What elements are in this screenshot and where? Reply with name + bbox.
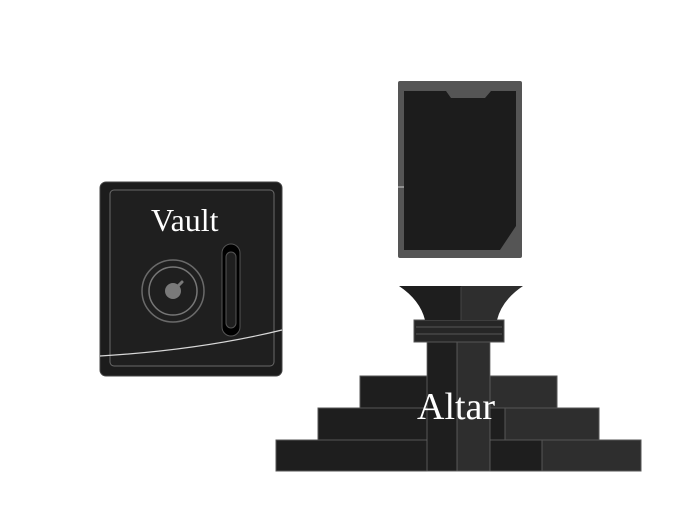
altar[interactable] xyxy=(275,286,642,472)
card-face xyxy=(404,91,516,250)
altar-collar xyxy=(413,319,505,343)
altar-step-middle-right xyxy=(504,407,600,441)
vault[interactable] xyxy=(99,181,283,377)
card[interactable] xyxy=(398,81,522,258)
altar-bowl-right xyxy=(461,286,523,320)
vault-dial-icon[interactable] xyxy=(141,259,205,323)
altar-pillar-shaft-right xyxy=(456,341,491,472)
vault-handle-icon[interactable] xyxy=(221,243,241,337)
vault-label: Vault xyxy=(151,202,219,238)
altar-bowl-left xyxy=(399,286,461,320)
altar-step-bottom-right xyxy=(541,439,642,472)
altar-step-bottom-left xyxy=(275,439,545,472)
vault-highlight xyxy=(99,329,283,357)
altar-step-top-right xyxy=(486,375,558,409)
altar-label: Altar xyxy=(417,386,496,428)
